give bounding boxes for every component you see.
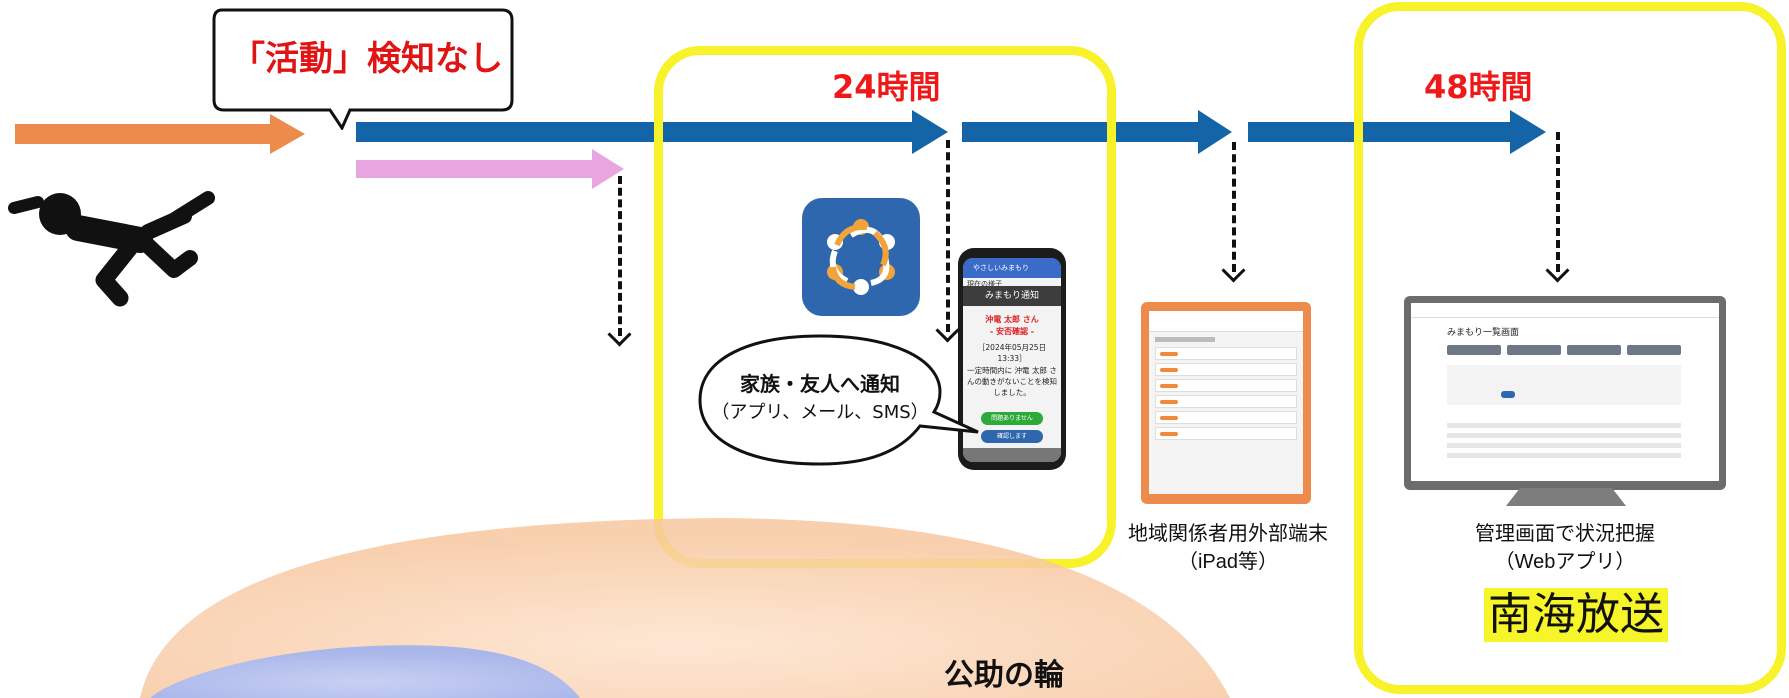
drop-line-48h xyxy=(1556,132,1560,272)
phone-screen: やさしいみまもり 現在の様子 みまもり通知 沖電 太郎 さん - 安否確認 - … xyxy=(963,258,1061,462)
tablet-row xyxy=(1155,379,1297,392)
monitor-table-row xyxy=(1447,433,1681,438)
inner-help-arc xyxy=(150,645,580,698)
notify-bubble-channels: （アプリ、メール、SMS） xyxy=(711,402,929,423)
broadcast-label: 南海放送 xyxy=(1484,588,1668,642)
highlight-frame-48h xyxy=(1354,2,1786,694)
no-activity-callout xyxy=(212,8,514,130)
monitor-caption-line1: 管理画面で状況把握 xyxy=(1475,523,1655,545)
phone-check-button[interactable]: 確認します xyxy=(981,430,1043,443)
monitor-table-row xyxy=(1447,453,1681,458)
orange-arrow xyxy=(15,114,305,154)
pink-arrow xyxy=(356,149,624,189)
phone-section-label: 現在の様子 xyxy=(967,280,1002,288)
phone-safe-button[interactable]: 問題ありません xyxy=(981,412,1043,425)
monitor-screen-title: みまもり一覧画面 xyxy=(1447,328,1520,338)
tablet-row xyxy=(1155,411,1297,424)
blue-arrow-segment-2 xyxy=(962,110,1232,154)
monitor-stat-box xyxy=(1447,345,1501,355)
phone-status: - 安否確認 - xyxy=(989,327,1035,336)
drop-line-tablet xyxy=(1232,142,1236,272)
tablet-row xyxy=(1155,363,1297,376)
monitor-screen: みまもり一覧画面 xyxy=(1411,303,1719,481)
phone-bottom-bar xyxy=(963,448,1061,462)
tablet-row xyxy=(1155,427,1297,440)
phone-date: ［2024年05月25日 xyxy=(977,343,1047,352)
monitor-filter-row xyxy=(1447,365,1681,405)
monitor-table-row xyxy=(1447,443,1681,448)
notify-bubble-title: 家族・友人へ通知 xyxy=(740,372,900,396)
label-24h: 24時間 xyxy=(832,68,941,106)
smartphone: やさしいみまもり 現在の様子 みまもり通知 沖電 太郎 さん - 安否確認 - … xyxy=(958,248,1066,470)
phone-dialog-title: みまもり通知 xyxy=(963,286,1061,306)
notify-bubble xyxy=(698,334,979,466)
public-help-label: 公助の輪 xyxy=(944,658,1064,693)
label-48h: 48時間 xyxy=(1424,68,1533,106)
tablet-device xyxy=(1141,302,1311,504)
phone-app-bar: やさしいみまもり xyxy=(963,258,1061,278)
phone-message: 一定時間内に 沖電 太郎 さんの動きがないことを検知しました。 xyxy=(967,366,1057,397)
app-logo-icon xyxy=(827,219,895,295)
tablet-row xyxy=(1155,395,1297,408)
monitor-search-button[interactable] xyxy=(1501,391,1515,398)
tablet-row xyxy=(1155,347,1297,360)
phone-time: 13:33］ xyxy=(997,354,1027,363)
blue-arrow-segment-1 xyxy=(356,110,948,154)
monitor-stand xyxy=(1506,488,1626,506)
admin-monitor: みまもり一覧画面 xyxy=(1404,296,1726,490)
tablet-header xyxy=(1149,311,1303,332)
tablet-list-title-bar xyxy=(1155,337,1215,342)
monitor-header xyxy=(1411,303,1719,318)
tablet-caption-line1: 地域関係者用外部端末 xyxy=(1128,523,1328,545)
no-activity-label: 「活動」検知なし xyxy=(231,39,503,79)
blue-arrow-segment-3 xyxy=(1248,110,1546,154)
drop-line-24h xyxy=(946,140,950,332)
tablet-screen xyxy=(1149,311,1303,494)
monitor-caption-line2: （Webアプリ） xyxy=(1494,551,1636,573)
fallen-person-icon xyxy=(8,191,215,307)
monitor-stat-box xyxy=(1627,345,1681,355)
tablet-caption-line2: （iPad等） xyxy=(1177,551,1279,573)
monitor-table-row xyxy=(1447,423,1681,428)
drop-line-pink xyxy=(618,176,622,336)
monitor-stat-box xyxy=(1507,345,1561,355)
app-icon xyxy=(802,198,920,316)
monitor-stat-box xyxy=(1567,345,1621,355)
phone-person-name: 沖電 太郎 さん xyxy=(985,315,1039,324)
